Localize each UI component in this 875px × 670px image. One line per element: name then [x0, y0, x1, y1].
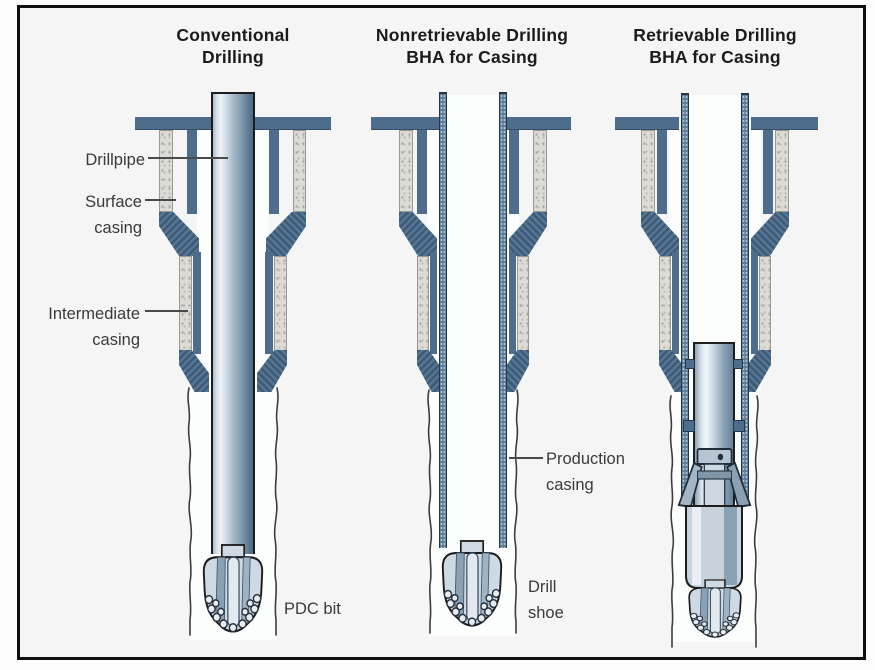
- production-casing-wall-right: [499, 92, 507, 548]
- surface-casing-wall-right: [269, 129, 279, 214]
- title-line: Retrievable Drilling: [633, 25, 797, 45]
- leader-surface-casing: [145, 199, 176, 201]
- title-line: Nonretrievable Drilling: [375, 25, 569, 45]
- borehole-wall-line: [513, 389, 519, 634]
- label-surface-casing: Surface casing: [85, 193, 142, 237]
- intermediate-casing-wall-right: [265, 252, 273, 354]
- panel-title-nonretrievable: Nonretrievable Drilling BHA for Casing: [352, 24, 592, 68]
- panel-title-conventional: Conventional Drilling: [133, 24, 333, 68]
- label-drillpipe: Drillpipe: [85, 151, 145, 169]
- intermediate-cement-right: [759, 256, 771, 352]
- surface-casing-wall-right: [763, 129, 773, 214]
- casing-wall-right: [741, 93, 749, 505]
- bha-centralizer-right: [733, 420, 745, 432]
- leader-intermediate-casing: [145, 310, 188, 312]
- underreamer: [677, 448, 752, 508]
- intermediate-casing-wall-right: [751, 252, 758, 354]
- borehole-wall-line: [669, 395, 675, 648]
- intermediate-cement-right: [517, 256, 529, 352]
- intermediate-cement-left: [659, 256, 671, 352]
- casing-bore: [447, 95, 499, 545]
- intermediate-cement-left: [417, 256, 429, 352]
- ground-surface-bar: [751, 117, 818, 130]
- intermediate-cement-left: [179, 256, 192, 352]
- surface-cement-right: [533, 130, 547, 212]
- pilot-bit: [688, 579, 742, 639]
- label-drill-shoe: Drill shoe: [528, 578, 564, 622]
- drillpipe: [211, 92, 255, 554]
- ground-surface-bar: [503, 117, 571, 130]
- title-line: Conventional: [176, 25, 290, 45]
- intermediate-casing-wall-left: [193, 252, 201, 354]
- surface-cement-left: [641, 130, 655, 212]
- title-line: BHA for Casing: [649, 47, 781, 67]
- surface-casing-wall-left: [187, 129, 197, 214]
- bha-body: [685, 505, 743, 589]
- leader-production-casing: [509, 457, 543, 459]
- surface-casing-wall-right: [509, 129, 519, 214]
- surface-cement-left: [159, 130, 173, 212]
- intermediate-casing-wall-left: [672, 252, 679, 354]
- intermediate-casing-wall-left: [430, 252, 437, 354]
- borehole-wall-line: [753, 395, 759, 648]
- surface-casing-wall-left: [657, 129, 667, 214]
- borehole-wall-line: [187, 387, 193, 636]
- pdc-bit: [202, 543, 264, 633]
- ground-surface-bar: [615, 117, 679, 130]
- borehole-wall-line: [427, 389, 433, 634]
- intermediate-cement-right: [274, 256, 287, 352]
- bha-latch-left: [685, 359, 695, 369]
- bha-centralizer-left: [683, 420, 695, 432]
- drill-shoe-bit: [441, 539, 503, 627]
- leader-drillpipe: [148, 157, 228, 159]
- ground-surface-bar: [371, 117, 443, 130]
- borehole-wall-line: [273, 387, 279, 636]
- title-line: Drilling: [202, 47, 264, 67]
- surface-casing-wall-left: [417, 129, 427, 214]
- label-production-casing: Production casing: [546, 450, 625, 494]
- bha-latch-right: [733, 359, 743, 369]
- label-pdc-bit: PDC bit: [284, 600, 341, 618]
- title-line: BHA for Casing: [406, 47, 538, 67]
- surface-cement-left: [399, 130, 413, 212]
- surface-cement-right: [775, 130, 789, 212]
- production-casing-wall-left: [439, 92, 447, 548]
- panel-title-retrievable: Retrievable Drilling BHA for Casing: [595, 24, 835, 68]
- label-intermediate-casing: Intermediate casing: [48, 305, 140, 349]
- surface-cement-right: [293, 130, 306, 212]
- intermediate-casing-wall-right: [509, 252, 516, 354]
- casing-wall-left: [681, 93, 689, 505]
